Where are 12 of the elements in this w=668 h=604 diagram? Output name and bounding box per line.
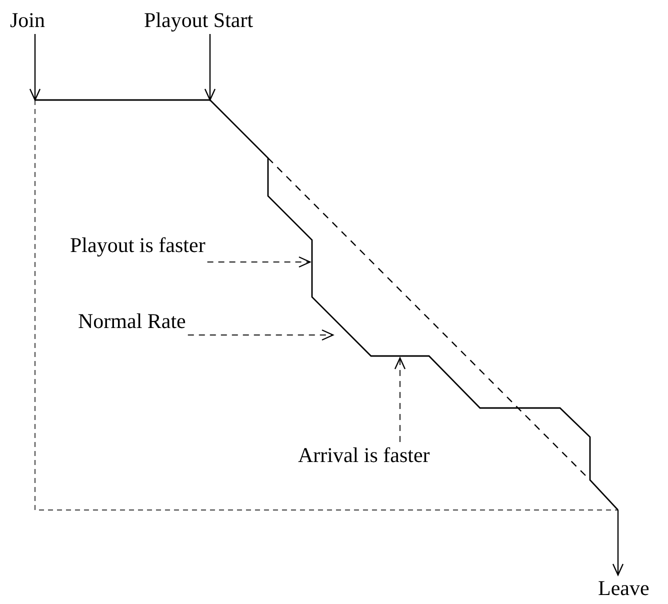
arrow	[612, 510, 624, 576]
arrow	[29, 34, 41, 101]
annotation-label: Playout Start	[144, 8, 254, 32]
leader-arrow	[207, 256, 311, 268]
annotation-label: Playout is faster	[70, 233, 206, 257]
leader-arrow	[188, 329, 334, 341]
annotation-label: Normal Rate	[78, 309, 186, 333]
annotation-label: Join	[10, 8, 46, 32]
annotation-label: Leave	[598, 576, 650, 600]
annotation-label: Arrival is faster	[298, 443, 430, 467]
leader-arrow	[394, 357, 406, 442]
arrow	[204, 34, 216, 101]
